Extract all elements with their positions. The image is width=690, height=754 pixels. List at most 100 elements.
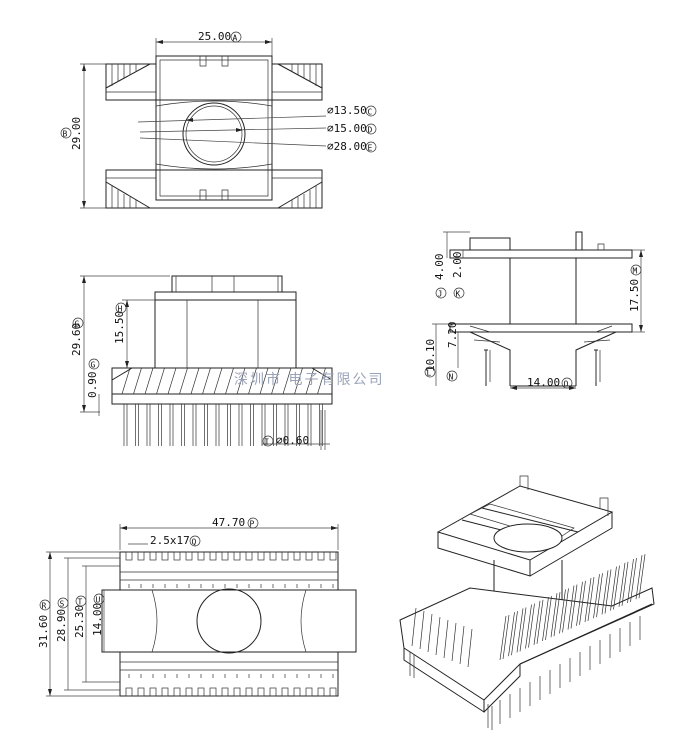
bottom-bot-tooth <box>125 687 133 697</box>
ref-side-core: H <box>118 305 123 314</box>
side-fin <box>133 367 142 395</box>
iso-fin <box>579 580 586 625</box>
dim-end-flange2: 2.00 <box>451 252 464 279</box>
bottom-bot-tooth <box>137 687 145 697</box>
side-fin <box>305 367 315 395</box>
dim-side-core: 15.50 <box>113 311 126 344</box>
side-fin <box>179 367 188 395</box>
side-fin <box>259 367 269 395</box>
bottom-bot-tooth <box>149 687 157 697</box>
iso-fin <box>519 607 527 652</box>
dim-bottom-h4: 14.00 <box>91 603 104 636</box>
ref-d: D <box>368 126 373 135</box>
side-fin <box>294 367 303 395</box>
iso-fin <box>587 576 595 622</box>
side-fin <box>213 367 223 395</box>
iso-fin <box>533 600 541 645</box>
dim-side-base: 0.90 <box>86 372 99 399</box>
side-fin <box>271 367 280 395</box>
bottom-bot-teeth <box>125 674 337 697</box>
ref-bottom-length: P <box>250 520 255 529</box>
dim-top-height: 29.00 <box>70 117 83 150</box>
iso-fin <box>508 612 515 657</box>
ref-side-total: G <box>75 320 80 329</box>
bottom-bot-tooth <box>209 687 217 697</box>
dim-bottom-h1: 31.60 <box>37 615 50 648</box>
iso-fin <box>621 561 629 606</box>
side-fin <box>317 367 326 395</box>
watermark: 深圳市 电子有限公司 <box>234 371 384 388</box>
iso-fin <box>630 557 637 603</box>
bottom-bot-tooth <box>329 687 337 697</box>
dim-end-width: 14.00 <box>527 376 560 389</box>
iso-fin <box>618 562 626 607</box>
iso-fin <box>525 604 532 649</box>
bottom-top-tooth <box>293 551 301 561</box>
iso-fin <box>550 593 558 638</box>
side-fin <box>248 367 257 395</box>
bottom-top-tooth <box>233 551 241 561</box>
dim-bottom-h3: 25.30 <box>73 605 86 638</box>
isometric-view <box>399 475 655 730</box>
iso-fin <box>567 585 575 630</box>
side-fin <box>225 367 234 395</box>
iso-fin <box>559 589 566 634</box>
side-fin <box>202 367 211 395</box>
side-fin <box>156 367 165 395</box>
bottom-top-tooth <box>173 551 181 561</box>
ref-bottom-h2: S <box>60 600 65 609</box>
bottom-top-tooth <box>257 551 265 561</box>
iso-fin <box>638 554 646 599</box>
ref-pin: I <box>265 438 270 447</box>
top-view: 25.00 A 29.00 B <box>60 30 377 209</box>
dim-dia-d: ⌀15.00 <box>327 122 367 135</box>
dim-end-lower: 10.10 <box>424 339 437 372</box>
bottom-bot-tooth <box>257 687 265 697</box>
iso-fin-left <box>427 613 433 653</box>
iso-fin <box>584 577 592 623</box>
iso-fin <box>499 615 507 661</box>
side-fin <box>121 367 131 395</box>
iso-fin <box>593 574 600 619</box>
bottom-bot-tooth <box>173 687 181 697</box>
iso-fin <box>601 570 609 615</box>
side-pins <box>121 367 326 446</box>
dim-top-width: 25.00 <box>198 30 231 43</box>
side-view: 29.60 G 15.50 H 0.90 G I ⌀0.60 <box>70 275 333 450</box>
iso-fin <box>627 558 634 604</box>
bottom-top-tooth <box>125 551 133 561</box>
dim-bottom-h2: 28.90 <box>55 609 68 642</box>
ref-end-lower2: N <box>449 373 454 382</box>
iso-fin-left <box>419 610 425 650</box>
ref-bottom-h4: U <box>96 596 101 605</box>
iso-fin <box>610 566 617 611</box>
iso-fin <box>604 569 612 614</box>
iso-fin <box>516 608 524 653</box>
ref-end-flange2: K <box>456 290 461 299</box>
bottom-bot-tooth <box>281 687 289 697</box>
ref-c: C <box>368 108 373 117</box>
dim-dia-c: ⌀13.50 <box>327 104 367 117</box>
iso-fin <box>570 584 578 629</box>
bottom-bot-tooth <box>221 687 229 697</box>
bottom-top-tooth <box>329 551 337 561</box>
bottom-top-tooth <box>137 551 145 561</box>
dim-end-flange: 4.00 <box>433 254 446 281</box>
iso-fin <box>511 611 518 656</box>
bottom-view: 47.70 P 2.5x17 Q 31.60 R 28.90 S <box>37 516 357 697</box>
bottom-bot-tooth <box>233 687 241 697</box>
iso-fin-left <box>451 622 457 662</box>
dim-bottom-length: 47.70 <box>212 516 245 529</box>
ref-end-height: M <box>633 267 638 276</box>
bottom-top-tooth <box>209 551 217 561</box>
bottom-top-teeth <box>125 551 337 588</box>
end-view: 4.00 J 2.00 K 17.50 M 10.10 L 7.20 N 14.… <box>424 231 645 390</box>
ref-pitch: Q <box>192 538 197 547</box>
bottom-bot-tooth <box>269 687 277 697</box>
ref-end-lower: L <box>427 369 432 378</box>
ref-bottom-h1: R <box>42 602 47 611</box>
ref-a: A <box>233 34 238 43</box>
dim-dia-e: ⌀28.00 <box>327 140 367 153</box>
bottom-top-tooth <box>149 551 157 561</box>
ref-bottom-h3: T <box>78 598 83 607</box>
